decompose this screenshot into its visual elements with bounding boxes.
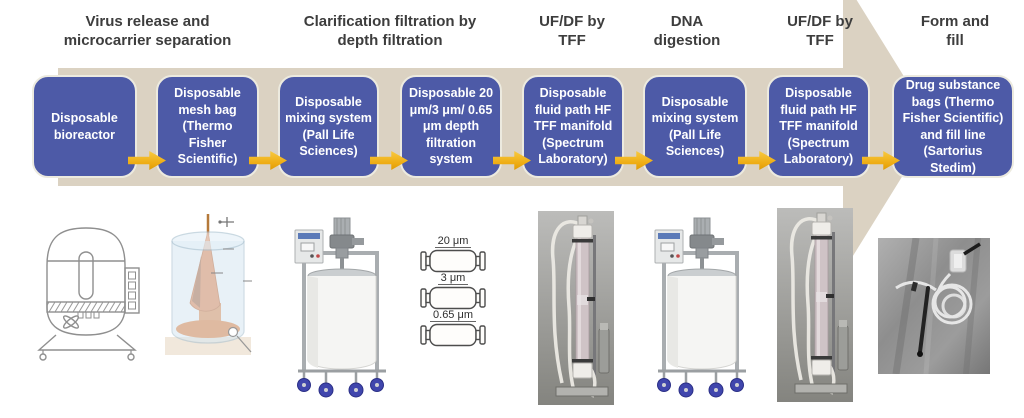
stage-header-clarification: Clarification filtration by depth filtra…: [303, 13, 477, 49]
mixing-tank-icon: [294, 217, 386, 398]
filter-capsule-icon: [420, 249, 486, 273]
stage-header-ufdf-tff-1: UF/DF by TFF: [539, 13, 605, 49]
bioreactor-illustration: [25, 222, 150, 369]
stage-header-ufdf-tff-2: UF/DF by TFF: [787, 13, 853, 49]
mesh-bag-drawing-icon: [165, 214, 252, 355]
step-box-drug-substance: Drug substance bags (Thermo Fisher Scien…: [892, 75, 1014, 178]
stage-header-form-and-fill: Form and fill: [920, 13, 990, 49]
fill-line-icon: [878, 237, 990, 375]
bioreactor-drawing-icon: [37, 227, 140, 361]
mixing-system-photo-1: [290, 213, 390, 410]
mixing-tank-icon: [654, 217, 746, 398]
filter-capsule-row: 20 μm: [410, 231, 496, 273]
depth-filter-capsules: 20 μm 3 μm 0.65 μm: [410, 231, 496, 347]
fill-line-photo: [878, 237, 990, 379]
filter-capsule-icon: [420, 286, 486, 310]
step-box-mesh-bag: Disposable mesh bag (Thermo Fisher Scien…: [156, 75, 259, 178]
step-box-mixing-1: Disposable mixing system (Pall Life Scie…: [278, 75, 379, 178]
tff-manifold-photo-2: [777, 208, 853, 407]
mesh-bag-illustration: [163, 211, 253, 366]
filter-capsule-icon: [420, 323, 486, 347]
stage-header-dna-digestion: DNA digestion: [653, 13, 721, 49]
step-box-bioreactor: Disposable bioreactor: [32, 75, 137, 178]
filter-label-065um: 0.65 μm: [430, 309, 476, 322]
tff-column-icon: [538, 211, 614, 405]
step-box-mixing-2: Disposable mixing system (Pall Life Scie…: [643, 75, 747, 178]
step-box-depth-filter: Disposable 20 μm/3 μm/ 0.65 μm depth fil…: [400, 75, 502, 178]
filter-capsule-row: 3 μm: [410, 268, 496, 310]
step-box-tff-2: Disposable fluid path HF TFF manifold (S…: [767, 75, 870, 178]
tff-manifold-photo-1: [538, 211, 614, 410]
filter-label-20um: 20 μm: [434, 235, 472, 248]
mixing-system-photo-2: [650, 213, 750, 410]
stage-header-virus-release: Virus release and microcarrier separatio…: [63, 13, 232, 49]
tff-column-icon: [777, 208, 853, 402]
step-box-tff-1: Disposable fluid path HF TFF manifold (S…: [522, 75, 624, 178]
filter-capsule-row: 0.65 μm: [410, 305, 496, 347]
filter-label-3um: 3 μm: [437, 272, 469, 285]
